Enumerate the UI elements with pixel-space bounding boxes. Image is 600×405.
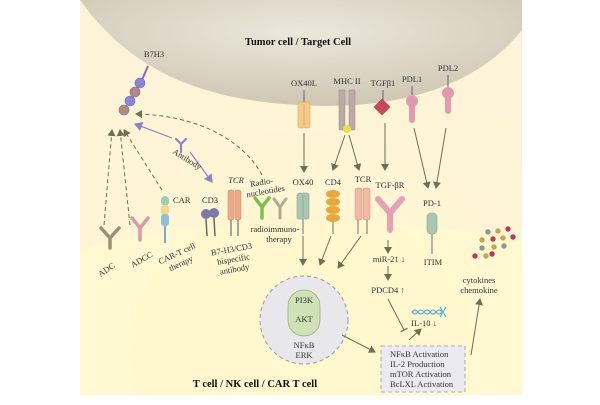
label-tcr-bispecific: TCR (228, 175, 244, 185)
cd3-receptor-icon (201, 208, 219, 237)
arrow-outcomes-to-cytokines (470, 298, 483, 356)
arrow-tcr-to-signaling (337, 235, 362, 269)
pdl1-ligand-icon (406, 86, 418, 123)
label-pd1: PD-1 (423, 198, 441, 208)
tumor-cell-title: Tumor cell / Target Cell (245, 37, 351, 48)
outcome-item: mTOR Activation (390, 369, 452, 379)
car-receptor-icon (161, 196, 169, 243)
cd4-receptor-icon (326, 190, 340, 234)
label-pi3k: PI3K (295, 295, 314, 305)
radionucleotide-antibody-icon (253, 196, 288, 220)
label-akt: AKT (295, 314, 313, 324)
outcome-item: NFκB Activation (390, 349, 449, 359)
label-car: CAR (173, 195, 191, 205)
label-tcr: TCR (355, 174, 372, 184)
arrow-mhc2-to-cd4 (331, 134, 346, 171)
tgfbr-receptor-icon (375, 196, 405, 233)
arrow-pdl1-to-pd1 (413, 127, 431, 189)
pdl2-ligand-icon (442, 75, 454, 114)
ox40-receptor-icon (296, 192, 310, 234)
arrow-pdl2-to-pd1 (433, 127, 447, 189)
dna-helix-icon (411, 306, 447, 318)
tcr-bispecific-icon (227, 189, 242, 236)
pd1-receptor-icon (426, 212, 438, 254)
label-radio-line1: Radio- (249, 175, 274, 189)
label-nfkb: NFκB (294, 340, 315, 350)
arrow-outcomes-to-il10 (408, 328, 422, 341)
pi3k-akt-capsule (287, 289, 321, 337)
label-tgfbr: TGF-βR (376, 180, 405, 190)
label-itim: ITIM (424, 257, 443, 267)
arrow-radio-to-b7h3 (135, 110, 263, 176)
antibody-icon (174, 137, 188, 154)
arrow-hub-to-outcomes (341, 334, 376, 353)
label-ox40: OX40 (293, 177, 314, 187)
arrow-cart-to-b7h3 (123, 129, 163, 191)
adc-antibody-icon (99, 226, 121, 250)
arrow-adcc-to-b7h3 (116, 129, 131, 226)
outcomes-box (380, 345, 466, 393)
label-mhc2: MHC II (333, 76, 360, 86)
label-radioimmuno-line2: therapy (266, 234, 292, 244)
effector-cell-title: T cell / NK cell / CAR T cell (193, 379, 317, 390)
label-ox40l: OX40L (291, 78, 317, 88)
label-il10: IL-10 ↓ (411, 318, 437, 328)
inhibition-pdcd4-to-outcomes (387, 298, 408, 333)
label-cytokines: cytokines (463, 275, 496, 285)
label-pdcd4: PDCD4 ↑ (371, 285, 404, 295)
mhc2-complex-icon (338, 89, 356, 133)
label-tgfb1: TGFβ1 (371, 78, 396, 88)
label-cd4: CD4 (325, 177, 342, 187)
tcr-receptor-icon (354, 187, 371, 234)
arrow-mhc2-to-tcr (348, 134, 362, 171)
label-erk: ERK (296, 350, 314, 360)
label-pdl2: PDL2 (438, 63, 458, 73)
cytokine-dots-icon (472, 226, 516, 259)
ox40l-ligand-icon (297, 90, 311, 129)
label-radioimmuno-line1: radioimmuno- (251, 224, 300, 234)
arrow-antibody-to-cd3 (189, 151, 213, 183)
arrow-adc-to-b7h3 (103, 129, 116, 226)
tgfb1-ligand-icon (373, 90, 391, 116)
outcome-item: BcLXL Activation (390, 379, 454, 389)
arrow-cd4-to-signaling (318, 235, 332, 266)
label-mir21: miR-21 ↓ (373, 254, 405, 264)
label-chemokine: chemokine (460, 285, 498, 295)
tumor-cell-membrane (80, 0, 522, 106)
label-pdl1: PDL1 (402, 74, 422, 84)
arrow-antibody-to-b7h3 (133, 122, 173, 139)
adcc-antibody-icon (130, 216, 150, 242)
label-cd3: CD3 (202, 195, 218, 205)
label-b7h3: B7H3 (144, 49, 164, 59)
b7h3-protein-icon (118, 65, 149, 116)
outcome-item: IL-2 Production (390, 359, 445, 369)
